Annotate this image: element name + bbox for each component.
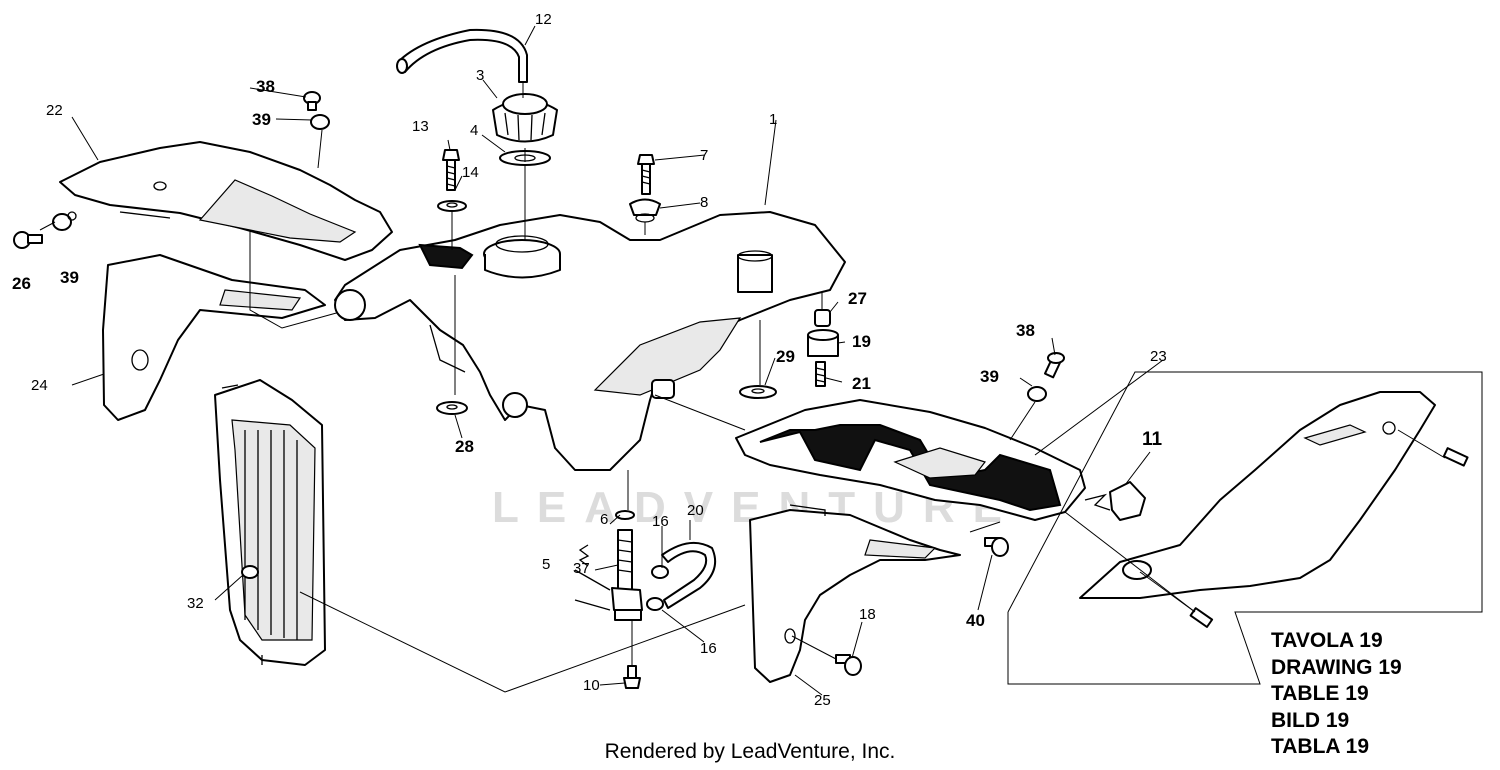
callout-4: 4	[470, 122, 479, 139]
callout-12: 12	[535, 11, 552, 28]
callout-11: 11	[1142, 429, 1163, 450]
callout-5: 5	[542, 556, 551, 573]
callout-8: 8	[700, 194, 709, 211]
callout-23: 23	[1150, 348, 1167, 365]
part-16-hose-clamp-lower	[646, 597, 664, 611]
callout-16-upper: 16	[652, 513, 669, 530]
callout-27: 27	[848, 289, 867, 308]
part-7-bolt	[637, 154, 655, 195]
callout-20: 20	[687, 502, 704, 519]
callout-13: 13	[412, 118, 429, 135]
callout-32: 32	[187, 595, 204, 612]
part-37-fuel-tap-body	[611, 529, 643, 621]
part-18-screw	[835, 654, 862, 676]
callout-1: 1	[769, 111, 778, 128]
callout-29: 29	[776, 347, 795, 366]
part-3-fuel-cap	[492, 93, 558, 143]
part-38-screw-left	[303, 91, 321, 111]
part-10-screw	[623, 665, 641, 689]
part-27-spacer	[814, 309, 831, 327]
callout-3: 3	[476, 67, 485, 84]
part-39-grommet-right	[1027, 386, 1047, 402]
part-39-grommet-left-top	[310, 114, 330, 130]
inset-detail-box	[1007, 371, 1483, 685]
callout-16-lower: 16	[700, 640, 717, 657]
footer-credit: Rendered by LeadVenture, Inc.	[604, 740, 896, 763]
part-12-breather-hose	[396, 28, 528, 83]
part-20-fuel-hose	[661, 541, 716, 609]
callout-28: 28	[455, 437, 474, 456]
part-8-grommet	[629, 198, 661, 223]
callout-39-right: 39	[980, 367, 999, 386]
callout-40: 40	[966, 611, 985, 630]
part-6-o-ring	[615, 510, 635, 520]
drawing-title-block: TAVOLA 19 DRAWING 19 TABLE 19 BILD 19 TA…	[1271, 628, 1402, 761]
callout-6: 6	[600, 511, 609, 528]
part-21-bolt	[815, 361, 826, 387]
part-19-rubber-mount	[807, 329, 839, 357]
callout-10: 10	[583, 677, 600, 694]
part-13-bolt	[442, 149, 460, 191]
part-38-screw-right	[1043, 352, 1065, 379]
drawing-title-it: TAVOLA 19	[1271, 629, 1383, 652]
callout-19: 19	[852, 332, 871, 351]
callout-21: 21	[852, 374, 871, 393]
part-26-screw	[13, 231, 43, 249]
part-24-side-panel	[102, 254, 326, 421]
part-40-screw	[984, 537, 1009, 557]
drawing-title-fr: TABLE 19	[1271, 682, 1369, 705]
callout-37: 37	[573, 560, 590, 577]
part-11-clip	[1084, 481, 1146, 521]
callout-26: 26	[12, 274, 31, 293]
part-1-fuel-tank	[334, 211, 846, 471]
part-29-washer	[739, 385, 777, 399]
drawing-title-en: DRAWING 19	[1271, 655, 1402, 679]
callout-14: 14	[462, 164, 479, 181]
part-22-shroud-plate	[59, 141, 393, 261]
callout-38-left: 38	[256, 77, 275, 96]
callout-22: 22	[46, 102, 63, 119]
callout-25: 25	[814, 692, 831, 709]
drawing-title-es: TABLA 19	[1271, 735, 1370, 758]
part-14-washer	[437, 200, 467, 212]
part-25-side-panel	[749, 504, 961, 683]
part-23-right-shroud	[735, 399, 1086, 521]
callout-18: 18	[859, 606, 876, 623]
part-39-grommet-left	[52, 211, 77, 231]
callout-39-left-top: 39	[252, 110, 271, 129]
part-28-washer	[436, 401, 468, 415]
callout-38-right: 38	[1016, 321, 1035, 340]
callout-7: 7	[700, 147, 709, 164]
part-32-radiator	[214, 379, 326, 666]
drawing-title-de: BILD 19	[1271, 708, 1350, 732]
part-16-hose-clamp-upper	[651, 565, 669, 579]
callout-39-left: 39	[60, 268, 79, 287]
callout-24: 24	[31, 377, 48, 394]
